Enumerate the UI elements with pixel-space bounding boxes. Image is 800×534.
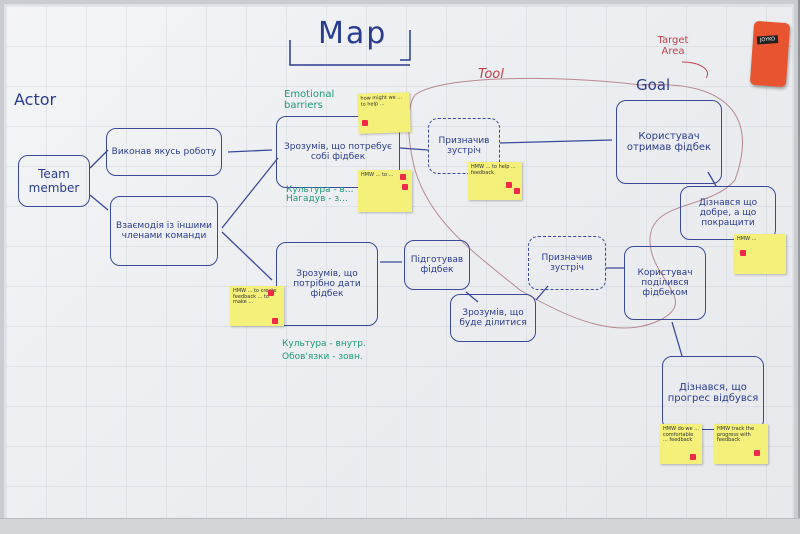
box-interaction-text: Взаємодія із іншими членами команди — [116, 221, 212, 241]
sticky-dot-9 — [690, 454, 696, 460]
box-understood-share-text: Зрозумів, що буде ділитися — [459, 308, 527, 328]
sticky-note-5-text: HMW ... to create feedback ... to make .… — [233, 288, 277, 305]
sticky-dot-2 — [400, 174, 406, 180]
box-understood-needs-bottom-text: Зрозумів, що потрібно дати фідбек — [293, 269, 361, 299]
box-progress: Дізнався, що прогрес відбувся — [662, 356, 764, 430]
board-tray — [0, 518, 800, 534]
sticky-note-6-text: HMW do we ... comfortable ... feedback — [663, 426, 699, 443]
box-prepared: Підготував фідбек — [404, 240, 470, 290]
culture-note-top: Культура - в... Нагадув - з... — [286, 185, 354, 205]
emotional-barriers-label: Emotional barriers — [284, 89, 335, 111]
sticky-note-2: HMW ... to ... — [358, 170, 412, 212]
sticky-note-7-text: HMW track the progress with feedback — [717, 426, 755, 443]
sticky-note-1-text: how might we ... to help ... — [360, 94, 403, 108]
sticky-dot-7 — [268, 290, 274, 296]
box-completed-work: Виконав якусь роботу — [106, 128, 222, 176]
box-scheduled-meeting-bottom-text: Призначив зустріч — [541, 253, 593, 273]
sticky-note-3: HMW ... to help ... feedback — [468, 162, 522, 200]
whiteboard-eraser: JOYKO — [749, 20, 791, 88]
box-user-shared: Користувач поділився фідбеком — [624, 246, 706, 320]
sticky-dot-8 — [272, 318, 278, 324]
box-prepared-text: Підготував фідбек — [410, 255, 464, 275]
sticky-note-4-text: HMW ... — [737, 236, 757, 242]
sticky-note-3-text: HMW ... to help ... feedback — [471, 164, 516, 176]
culture-note-bottom: Культура - внутр. Обов'язки - зовн. — [282, 339, 366, 362]
sticky-dot-1 — [362, 120, 368, 126]
sticky-note-2-text: HMW ... to ... — [361, 172, 394, 178]
sticky-dot-4 — [506, 182, 512, 188]
box-understood-needs-top-text: Зрозумів, що потребує собі фідбек — [284, 142, 392, 162]
sticky-note-5: HMW ... to create feedback ... to make .… — [230, 286, 284, 326]
box-user-received: Користувач отримав фідбек — [616, 100, 722, 184]
target-area-label: Target Area — [657, 35, 689, 57]
tool-label: Tool — [478, 67, 504, 82]
box-understood-needs-bottom: Зрозумів, що потрібно дати фідбек — [276, 242, 378, 326]
page-title: Map — [318, 16, 388, 51]
box-found-good-text: Дізнався що добре, а що покращити — [698, 198, 758, 228]
box-scheduled-meeting-top-text: Призначив зустріч — [438, 136, 490, 156]
actor-label: Actor — [14, 90, 57, 109]
sticky-dot-10 — [754, 450, 760, 456]
box-user-received-text: Користувач отримав фідбек — [626, 131, 712, 153]
box-user-shared-text: Користувач поділився фідбеком — [637, 268, 693, 298]
eraser-label: JOYKO — [756, 35, 779, 45]
box-found-good: Дізнався що добре, а що покращити — [680, 186, 776, 240]
sticky-dot-3 — [402, 184, 408, 190]
box-scheduled-meeting-bottom: Призначив зустріч — [528, 236, 606, 290]
box-team-member-text: Team member — [28, 167, 80, 195]
box-completed-work-text: Виконав якусь роботу — [111, 147, 217, 157]
box-understood-share: Зрозумів, що буде ділитися — [450, 294, 536, 342]
sticky-dot-5 — [514, 188, 520, 194]
sticky-note-7: HMW track the progress with feedback — [714, 424, 768, 464]
box-interaction: Взаємодія із іншими членами команди — [110, 196, 218, 266]
box-scheduled-meeting-top: Призначив зустріч — [428, 118, 500, 174]
box-progress-text: Дізнався, що прогрес відбувся — [667, 382, 759, 404]
box-understood-needs-top: Зрозумів, що потребує собі фідбек — [276, 116, 400, 188]
sticky-dot-6 — [740, 250, 746, 256]
sticky-note-1: how might we ... to help ... — [357, 92, 411, 134]
goal-label: Goal — [636, 76, 671, 94]
box-team-member: Team member — [18, 155, 90, 207]
